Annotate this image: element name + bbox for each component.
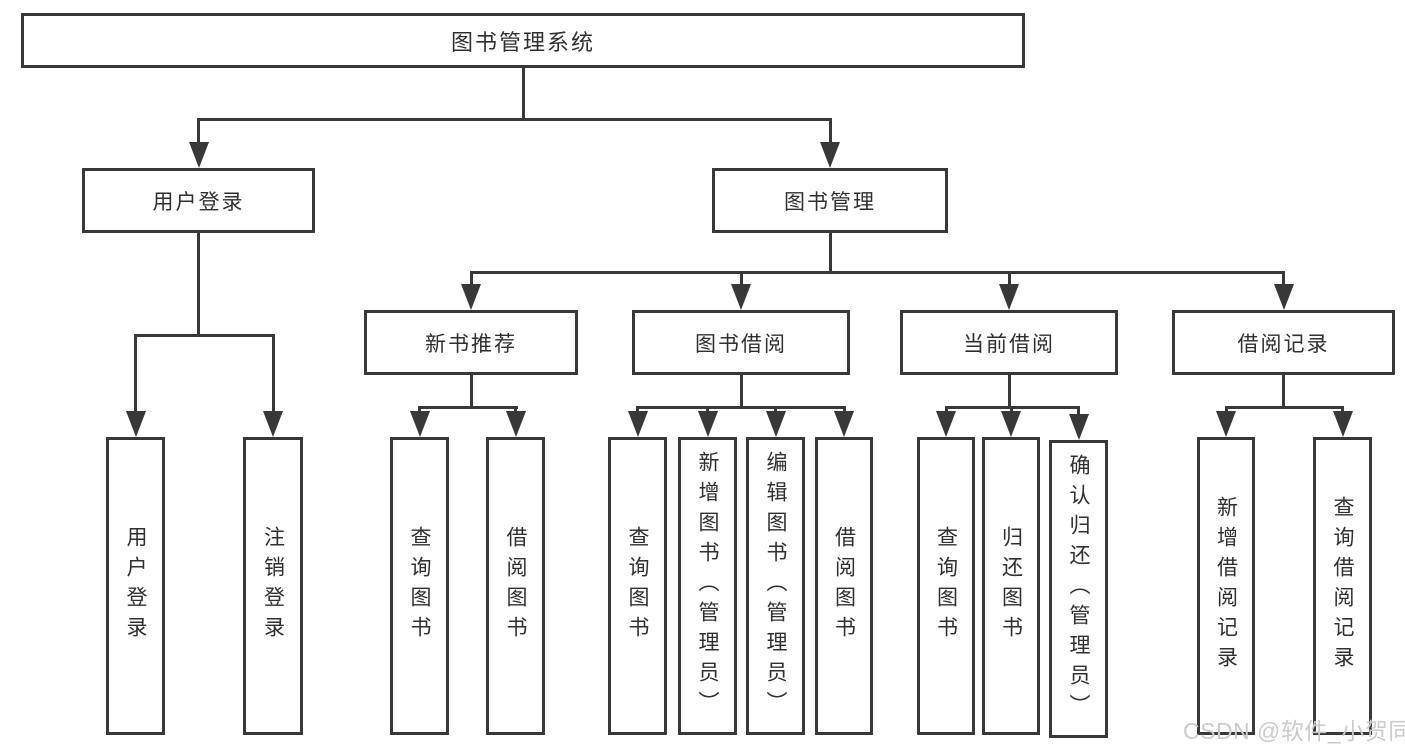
arrowhead-down-icon: [1332, 411, 1353, 437]
node-leaf-bb-edit-books-admin: 编辑图书（管理员）: [746, 437, 805, 735]
connector-hline: [469, 271, 1285, 274]
node-leaf-bb-query-books: 查询图书: [608, 437, 667, 735]
node-current-borrowing: 当前借阅: [900, 310, 1118, 375]
arrowhead-down-icon: [834, 411, 854, 437]
arrowhead-down-icon: [461, 284, 481, 310]
arrowhead-down-icon: [627, 411, 648, 437]
arrowhead-down-icon: [1273, 284, 1294, 310]
connector-vline: [196, 233, 200, 337]
connector-hline: [1224, 406, 1344, 409]
arrowhead-down-icon: [263, 411, 283, 437]
connector-vline: [469, 272, 473, 286]
node-leaf-cb-query-books: 查询图书: [917, 437, 975, 735]
connector-vline: [706, 406, 709, 413]
arrowhead-down-icon: [697, 411, 718, 437]
arrowhead-down-icon: [1068, 414, 1089, 440]
connector-hline: [133, 334, 275, 337]
arrowhead-down-icon: [820, 142, 840, 168]
connector-hline: [417, 406, 518, 409]
node-leaf-cb-confirm-return-admin: 确认归还（管理员）: [1049, 440, 1108, 738]
connector-vline: [1009, 406, 1013, 413]
arrowhead-down-icon: [1216, 411, 1236, 437]
connector-vline: [1282, 373, 1285, 408]
connector-vline: [1341, 406, 1344, 413]
arrowhead-down-icon: [188, 142, 209, 168]
node-book-management: 图书管理: [712, 168, 948, 233]
node-user-login: 用户登录: [82, 168, 315, 233]
node-borrowing-records: 借阅记录: [1172, 310, 1395, 375]
connector-vline: [1224, 406, 1228, 413]
arrowhead-down-icon: [999, 284, 1019, 310]
arrowhead-down-icon: [731, 284, 751, 310]
connector-vline: [842, 406, 846, 413]
node-leaf-nbr-query-books: 查询图书: [390, 437, 449, 735]
connector-vline: [774, 406, 777, 413]
connector-vline: [521, 68, 525, 120]
connector-hline: [196, 118, 832, 121]
node-leaf-cb-return-books: 归还图书: [982, 437, 1040, 735]
csdn-watermark: CSDN @软件_小贺同学: [1183, 718, 1405, 744]
connector-vline: [1282, 272, 1285, 286]
connector-vline: [739, 373, 743, 408]
connector-vline: [1077, 406, 1080, 415]
connector-vline: [739, 272, 743, 286]
arrowhead-down-icon: [765, 411, 786, 437]
connector-vline: [133, 336, 137, 413]
connector-vline: [1007, 373, 1011, 408]
connector-vline: [636, 406, 639, 413]
arrowhead-down-icon: [505, 411, 526, 437]
node-new-book-recommend: 新书推荐: [364, 310, 578, 375]
node-book-borrowing: 图书借阅: [632, 310, 850, 375]
connector-vline: [944, 406, 948, 413]
connector-vline: [196, 120, 200, 144]
connector-vline: [828, 233, 832, 274]
connector-vline: [828, 120, 832, 144]
arrowhead-down-icon: [936, 411, 956, 437]
connector-hline: [635, 406, 846, 409]
connector-vline: [469, 373, 473, 408]
node-leaf-logout: 注销登录: [243, 437, 303, 735]
connector-vline: [1007, 272, 1011, 286]
node-leaf-bb-borrow-books: 借阅图书: [815, 437, 873, 735]
node-leaf-br-query-record: 查询借阅记录: [1313, 437, 1372, 735]
connector-vline: [271, 336, 275, 413]
arrowhead-down-icon: [1001, 411, 1021, 437]
arrowhead-down-icon: [125, 411, 146, 437]
node-library-management-system: 图书管理系统: [21, 13, 1025, 68]
node-leaf-nbr-borrow-books: 借阅图书: [486, 437, 545, 735]
connector-vline: [514, 406, 517, 413]
arrowhead-down-icon: [409, 411, 430, 437]
node-leaf-user-login: 用户登录: [106, 437, 165, 735]
node-leaf-bb-add-books-admin: 新增图书（管理员）: [678, 437, 737, 735]
node-leaf-br-add-record: 新增借阅记录: [1197, 437, 1255, 735]
connector-vline: [418, 406, 421, 413]
